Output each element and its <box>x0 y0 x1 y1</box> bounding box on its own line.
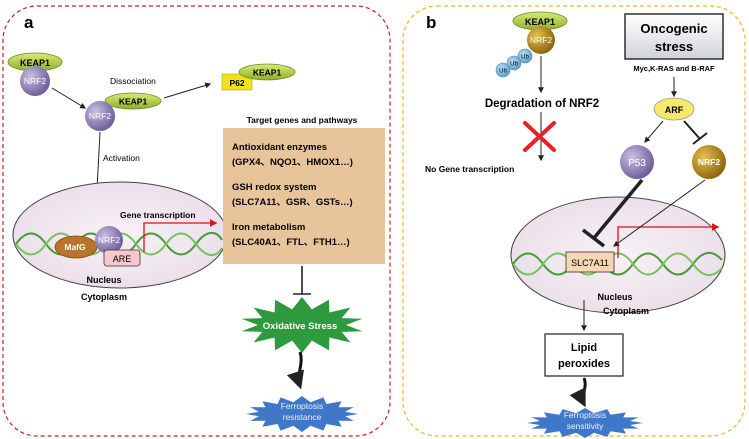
keap1-nrf2-ub-complex: KEAP1 NRF2 Ub Ub Ub <box>495 11 568 78</box>
keap1-mid-label: KEAP1 <box>119 97 148 107</box>
p62-label: P62 <box>229 78 244 88</box>
oxidative-stress-burst <box>241 297 363 353</box>
are-label: ARE <box>113 254 132 264</box>
ub-circle-1 <box>517 48 533 64</box>
inhibit-bar-arf <box>692 132 708 145</box>
lipid-line1: Lipid <box>571 342 597 354</box>
oncogenes-label: Myc,K-RAS and B-RAF <box>633 64 715 73</box>
cytoplasm-b-label: Cytoplasm <box>603 306 649 316</box>
nrf2-nucleus-label: NRF2 <box>98 235 120 245</box>
keap1-nrf2-complex: KEAP1 NRF2 <box>7 52 63 96</box>
p53-label: P53 <box>628 158 646 169</box>
lipid-peroxides-box <box>544 333 624 377</box>
panel-b: b KEAP1 NRF2 Ub Ub Ub Degradation of NRF… <box>402 5 746 438</box>
slc7a11-box <box>565 251 615 273</box>
ferroptosis-b-line2: sensitivity <box>567 421 605 431</box>
panel-a-label: a <box>24 13 34 32</box>
nrf2-mafg-are-complex: MafG NRF2 ARE <box>54 226 141 267</box>
ub-label-2: Ub <box>510 62 518 68</box>
inhibit-arf-to-nrf2 <box>683 120 701 140</box>
arrow-arf-to-p53 <box>644 120 664 143</box>
ferroptosis-a-line1: Ferroptosis <box>281 401 324 411</box>
arrow-to-ferroptosis-a <box>286 351 304 390</box>
panel-a: a KEAP1 NRF2 Dissociation KEAP1 P62 KEAP… <box>2 5 391 437</box>
target-title-0: Antioxidant enzymes <box>232 142 327 153</box>
oncogenic-line1: Oncogenic <box>640 21 707 36</box>
nrf2-activate-arrow <box>613 179 706 247</box>
ub-label-1: Ub <box>521 55 529 61</box>
arf-ellipse <box>653 97 695 121</box>
ub-circle-2 <box>506 55 522 71</box>
target-genes-0: (GPX4、NQO1、HMOX1…) <box>232 157 353 168</box>
oxidative-stress-label: Oxidative Stress <box>263 321 337 332</box>
keap1-p62-ellipse <box>238 63 296 81</box>
ub-circle-3 <box>495 62 511 78</box>
nrf2-circle-top <box>20 66 50 96</box>
transcription-arrow-b <box>617 223 720 258</box>
gene-transcription-label: Gene transcription <box>120 210 196 220</box>
dissociation-label: Dissociation <box>110 76 156 86</box>
are-box <box>103 249 141 267</box>
oncogenic-stress-box <box>624 13 724 60</box>
nucleus-b-label: Nucleus <box>597 292 632 302</box>
nrf2-free-label: NRF2 <box>89 111 111 121</box>
p62-keap1-complex: P62 KEAP1 <box>221 63 296 91</box>
degradation-label: Degradation of NRF2 <box>485 98 599 110</box>
target-title-2: Iron metabolism <box>232 222 305 233</box>
ub-label-3: Ub <box>499 69 507 75</box>
transcription-arrow <box>143 219 218 252</box>
target-genes-title: Target genes and pathways <box>247 115 358 125</box>
nrf2-b-circle <box>527 26 555 54</box>
slc7a11-label: SLC7A11 <box>571 258 609 268</box>
arf-label: ARF <box>665 105 684 115</box>
arrow-to-p62 <box>163 82 212 99</box>
nrf2-circle-nucleus <box>95 226 123 254</box>
target-list: Antioxidant enzymes (GPX4、NQO1、HMOX1…) G… <box>232 142 353 248</box>
ferroptosis-a-line2: resistance <box>283 412 322 422</box>
p53-inhibit-line <box>592 178 644 240</box>
target-genes-2: (SLC40A1、FTL、FTH1…) <box>232 237 350 248</box>
nucleus-a-label: Nucleus <box>86 275 121 285</box>
target-genes-box <box>223 128 385 264</box>
p53-inhibit-bar <box>581 228 606 248</box>
p53-circle <box>620 145 654 179</box>
target-title-1: GSH redox system <box>232 182 316 193</box>
cytoplasm-a-label: Cytoplasm <box>81 292 127 302</box>
p62-box <box>221 73 253 91</box>
nrf2-top-label: NRF2 <box>24 76 46 86</box>
nrf2-right-circle <box>692 145 726 179</box>
panel-b-label: b <box>426 13 436 32</box>
mafg-label: MafG <box>64 242 86 252</box>
target-genes-1: (SLC7A11、GSR、GSTs…) <box>232 197 353 208</box>
panel-b-border <box>402 5 746 437</box>
activation-label: Activation <box>103 153 140 163</box>
keap1-b-label: KEAP1 <box>525 17 555 27</box>
arrow-to-free-nrf2 <box>51 87 87 109</box>
red-cross <box>523 121 556 152</box>
arrow-to-ferroptosis-b <box>569 377 587 408</box>
ferroptosis-sensitivity-burst <box>527 408 643 438</box>
ferroptosis-b-line1: Ferroptosis <box>564 410 607 420</box>
nrf2-b-label: NRF2 <box>530 35 552 45</box>
nrf2-right-label: NRF2 <box>698 157 720 167</box>
oncogenic-line2: stress <box>655 39 693 54</box>
no-gene-label: No Gene transcription <box>425 164 514 174</box>
nrf2-circle-free <box>85 101 115 131</box>
panel-a-border <box>2 5 391 437</box>
keap1-top-label: KEAP1 <box>20 58 50 68</box>
lipid-line2: peroxides <box>558 358 610 370</box>
keap1-mid-ellipse <box>104 92 162 110</box>
ferroptosis-resistance-burst <box>246 396 358 432</box>
keap1-p62-label: KEAP1 <box>253 68 282 78</box>
